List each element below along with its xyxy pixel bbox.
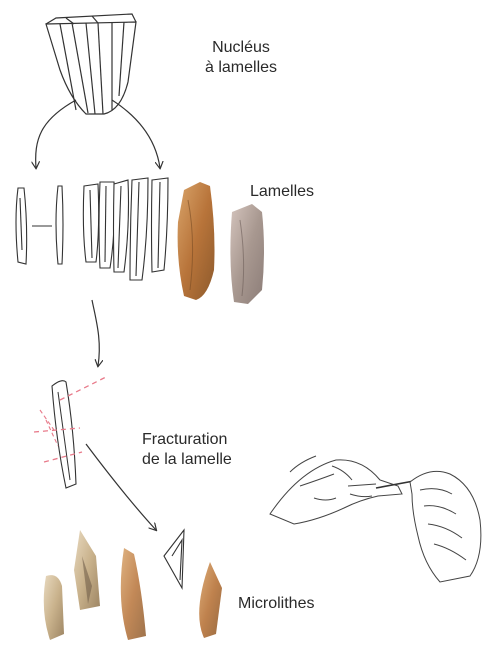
nucleus-label-line-2: à lamelles bbox=[186, 58, 296, 78]
fractured-bladelet-drawing bbox=[34, 376, 108, 488]
arrow-blades-to-fracture bbox=[92, 300, 99, 366]
core-icon bbox=[46, 14, 136, 114]
microlith-drawing bbox=[164, 530, 184, 588]
hands-icon bbox=[270, 456, 481, 582]
lamelles-label: Lamelles bbox=[250, 182, 314, 202]
nucleus-label-line-1: Nucléus bbox=[186, 38, 296, 58]
nucleus-label: Nucléus à lamelles bbox=[186, 38, 296, 78]
bladelet-drawings bbox=[16, 178, 168, 280]
fracture-label-line-1: Fracturation bbox=[142, 430, 232, 450]
fracture-label: Fracturation de la lamelle bbox=[142, 430, 232, 470]
microlithes-label: Microlithes bbox=[238, 594, 314, 614]
microlith-photos bbox=[44, 530, 222, 640]
fracture-label-line-2: de la lamelle bbox=[142, 450, 232, 470]
